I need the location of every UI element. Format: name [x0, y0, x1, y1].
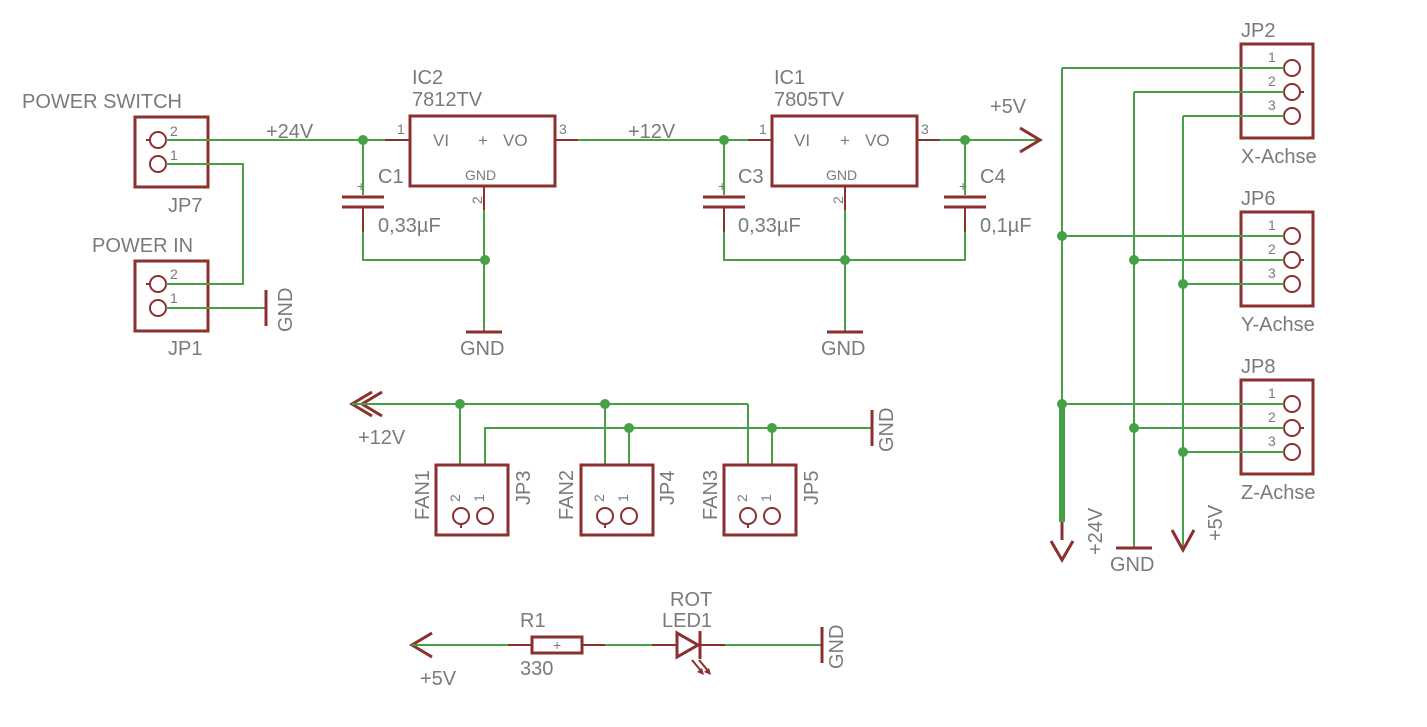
jp4-label: JP4 — [657, 471, 679, 505]
plus5v-out-label: +5V — [990, 96, 1027, 118]
ic2-plus-label: + — [478, 131, 488, 150]
jp6-label: JP6 — [1241, 188, 1275, 210]
jp7-pin2-label: 2 — [170, 123, 178, 139]
jp6-pin2-label: 2 — [1268, 241, 1276, 257]
c1-label: C1 — [378, 166, 404, 188]
plus5v-supply-arrow — [1170, 529, 1196, 554]
jp7-connector: 2 1 — [133, 115, 210, 189]
plus24v-supply-arrow — [1049, 540, 1075, 563]
fan2-pin2-label: 2 — [591, 494, 607, 502]
ic2-vi-label: VI — [433, 131, 449, 150]
jp2-pin1-label: 1 — [1268, 49, 1276, 65]
jp3-label: JP3 — [513, 471, 535, 505]
ic2-vo-label: VO — [503, 131, 528, 150]
jp7-label: JP7 — [168, 195, 202, 217]
ic1-name-label: IC1 — [774, 67, 805, 89]
jp2-label: JP2 — [1241, 20, 1275, 42]
ic1-plus-label: + — [840, 131, 850, 150]
fan1-connector: 2 1 — [434, 463, 510, 537]
c4-value-label: 0,1µF — [980, 215, 1032, 237]
jp1-pin1-label: 1 — [170, 290, 178, 306]
fan2-pin1-label: 1 — [615, 494, 631, 502]
fan2-label: FAN2 — [556, 470, 578, 520]
jp8-pin3-label: 3 — [1268, 433, 1276, 449]
jp8-label: JP8 — [1241, 356, 1275, 378]
ic1-pin3-label: 3 — [921, 121, 929, 137]
jp1-pin2-label: 2 — [170, 266, 178, 282]
fan1-label: FAN1 — [412, 470, 434, 520]
plus24v-net-label: +24V — [266, 121, 314, 143]
ic2-regulator — [408, 114, 557, 188]
jp7-pin1-label: 1 — [170, 147, 178, 163]
ic1-pin2-label: 2 — [830, 196, 846, 204]
led1-diode — [675, 630, 711, 675]
jp8-pin2-label: 2 — [1268, 409, 1276, 425]
ic2-pin2-label: 2 — [469, 196, 485, 204]
gnd-label-led: GND — [826, 625, 848, 669]
fan3-connector: 2 1 — [722, 463, 798, 537]
plus24v-supply-label: +24V — [1085, 507, 1107, 555]
x-achse-label: X-Achse — [1241, 146, 1317, 168]
jp2-pin2-label: 2 — [1268, 73, 1276, 89]
ic2-type-label: 7812TV — [412, 89, 483, 111]
led-color-label: ROT — [670, 589, 712, 611]
jp6-pin3-label: 3 — [1268, 265, 1276, 281]
gnd-label-fans: GND — [876, 408, 898, 452]
ic1-pin1-label: 1 — [759, 121, 767, 137]
gnd-label-jp1: GND — [275, 288, 297, 332]
led1-label: LED1 — [662, 610, 712, 632]
c1-value-label: 0,33µF — [378, 215, 441, 237]
ic2-pin1-label: 1 — [397, 121, 405, 137]
jp1-label: JP1 — [168, 338, 202, 360]
fan1-pin1-label: 1 — [471, 494, 487, 502]
r1-value-label: 330 — [520, 658, 553, 680]
ic1-type-label: 7805TV — [774, 89, 845, 111]
fan3-pin2-label: 2 — [734, 494, 750, 502]
y-achse-label: Y-Achse — [1241, 314, 1315, 336]
power-in-label: POWER IN — [92, 235, 193, 257]
ic1-vi-label: VI — [794, 131, 810, 150]
ic1-vo-label: VO — [865, 131, 890, 150]
fan1-pin2-label: 2 — [447, 494, 463, 502]
ic2-name-label: IC2 — [412, 67, 443, 89]
fan3-pin1-label: 1 — [758, 494, 774, 502]
plus5v-arrow-out — [1019, 126, 1043, 154]
jp1-connector: 2 1 — [133, 259, 210, 333]
fan3-label: FAN3 — [700, 470, 722, 520]
c3-value-label: 0,33µF — [738, 215, 801, 237]
jp2-pin3-label: 3 — [1268, 97, 1276, 113]
c4-plus-label: + — [959, 178, 967, 194]
plus5v-supply-label: +5V — [1205, 504, 1227, 541]
z-achse-label: Z-Achse — [1241, 482, 1315, 504]
ic1-gnd-label: GND — [826, 167, 857, 183]
gnd-label-ic2: GND — [460, 338, 504, 360]
jp5-label: JP5 — [801, 471, 823, 505]
jp8-pin1-label: 1 — [1268, 385, 1276, 401]
power-switch-label: POWER SWITCH — [22, 91, 182, 113]
r1-label: R1 — [520, 610, 546, 632]
jp6-pin1-label: 1 — [1268, 217, 1276, 233]
c3-plus-label: + — [718, 178, 726, 194]
ic2-gnd-label: GND — [465, 167, 496, 183]
c3-label: C3 — [738, 166, 764, 188]
plus12v-net-label: +12V — [628, 121, 676, 143]
c1-plus-label: + — [357, 178, 365, 194]
r1-plus-label: + — [553, 637, 561, 653]
fan2-connector: 2 1 — [579, 463, 655, 537]
c4-label: C4 — [980, 166, 1006, 188]
gnd-label-ic1: GND — [821, 338, 865, 360]
plus12v-fans-label: +12V — [358, 427, 406, 449]
plus5v-led-label: +5V — [420, 668, 457, 690]
gnd-label-axes: GND — [1110, 554, 1154, 576]
ic2-pin3-label: 3 — [559, 121, 567, 137]
